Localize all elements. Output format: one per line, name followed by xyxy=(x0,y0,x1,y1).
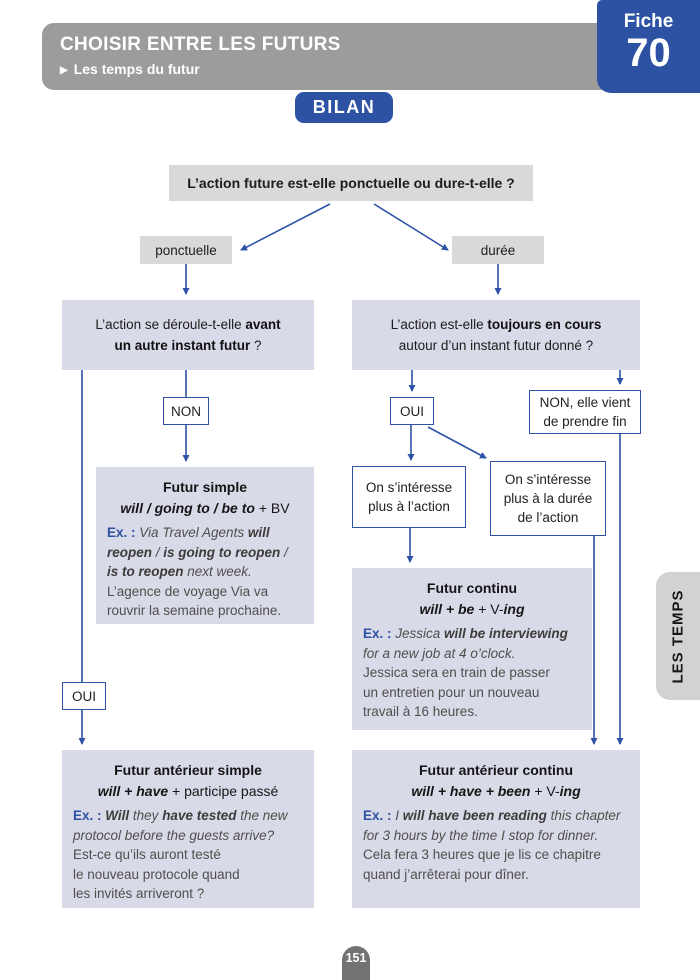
tense-example: Ex. : I will have been reading this chap… xyxy=(363,808,621,882)
fiche-label: Fiche xyxy=(623,11,674,32)
root-question-box: L’action future est-elle ponctuelle ou d… xyxy=(169,165,533,201)
page-number-badge: 151 xyxy=(342,946,370,980)
fiche-badge: Fiche 70 xyxy=(597,0,700,93)
decision-oui-right-box: OUI xyxy=(390,397,434,425)
futur-continu-box: Futur continu will + be + V-ing Ex. : Je… xyxy=(352,568,592,730)
triangle-bullet-icon: ▶ xyxy=(60,65,68,76)
decision-non-box: NON xyxy=(163,397,209,425)
tense-formula: will / going to / be to + BV xyxy=(120,500,290,516)
header-bar: CHOISIR ENTRE LES FUTURS ▶ Les temps du f… xyxy=(42,23,648,90)
decision-oui-left-box: OUI xyxy=(62,682,106,710)
branch-ponctuelle-box: ponctuelle xyxy=(140,236,232,264)
tense-formula: will + be + V-ing xyxy=(419,601,525,617)
interest-action-box: On s’intéresse plus à l’action xyxy=(352,466,466,528)
side-tab-label: LES TEMPS xyxy=(669,588,687,684)
futur-anterieur-continu-box: Futur antérieur continu will + have + be… xyxy=(352,750,640,908)
page-title: CHOISIR ENTRE LES FUTURS xyxy=(60,34,341,55)
tense-title: Futur antérieur continu xyxy=(419,762,573,778)
page-subtitle: ▶ Les temps du futur xyxy=(60,59,648,81)
tense-title: Futur continu xyxy=(426,580,518,596)
bilan-badge: BILAN xyxy=(295,92,393,123)
interest-duree-box: On s’intéresse plus à la durée de l’acti… xyxy=(490,461,606,536)
tense-formula: will + have + been + V-ing xyxy=(411,783,581,799)
fiche-number: 70 xyxy=(626,31,671,75)
tense-formula: will + have + participe passé xyxy=(97,783,279,799)
futur-anterieur-simple-box: Futur antérieur simple will + have + par… xyxy=(62,750,314,908)
decision-non-fin-box: NON, elle vient de prendre fin xyxy=(529,390,641,434)
tense-title: Futur simple xyxy=(162,479,247,495)
futur-simple-box: Futur simple will / going to / be to + B… xyxy=(96,467,314,624)
page-subtitle-label: Les temps du futur xyxy=(73,61,200,77)
tense-title: Futur antérieur simple xyxy=(114,762,262,778)
side-tab-les-temps: LES TEMPS xyxy=(656,572,700,700)
branch-duree-box: durée xyxy=(452,236,544,264)
